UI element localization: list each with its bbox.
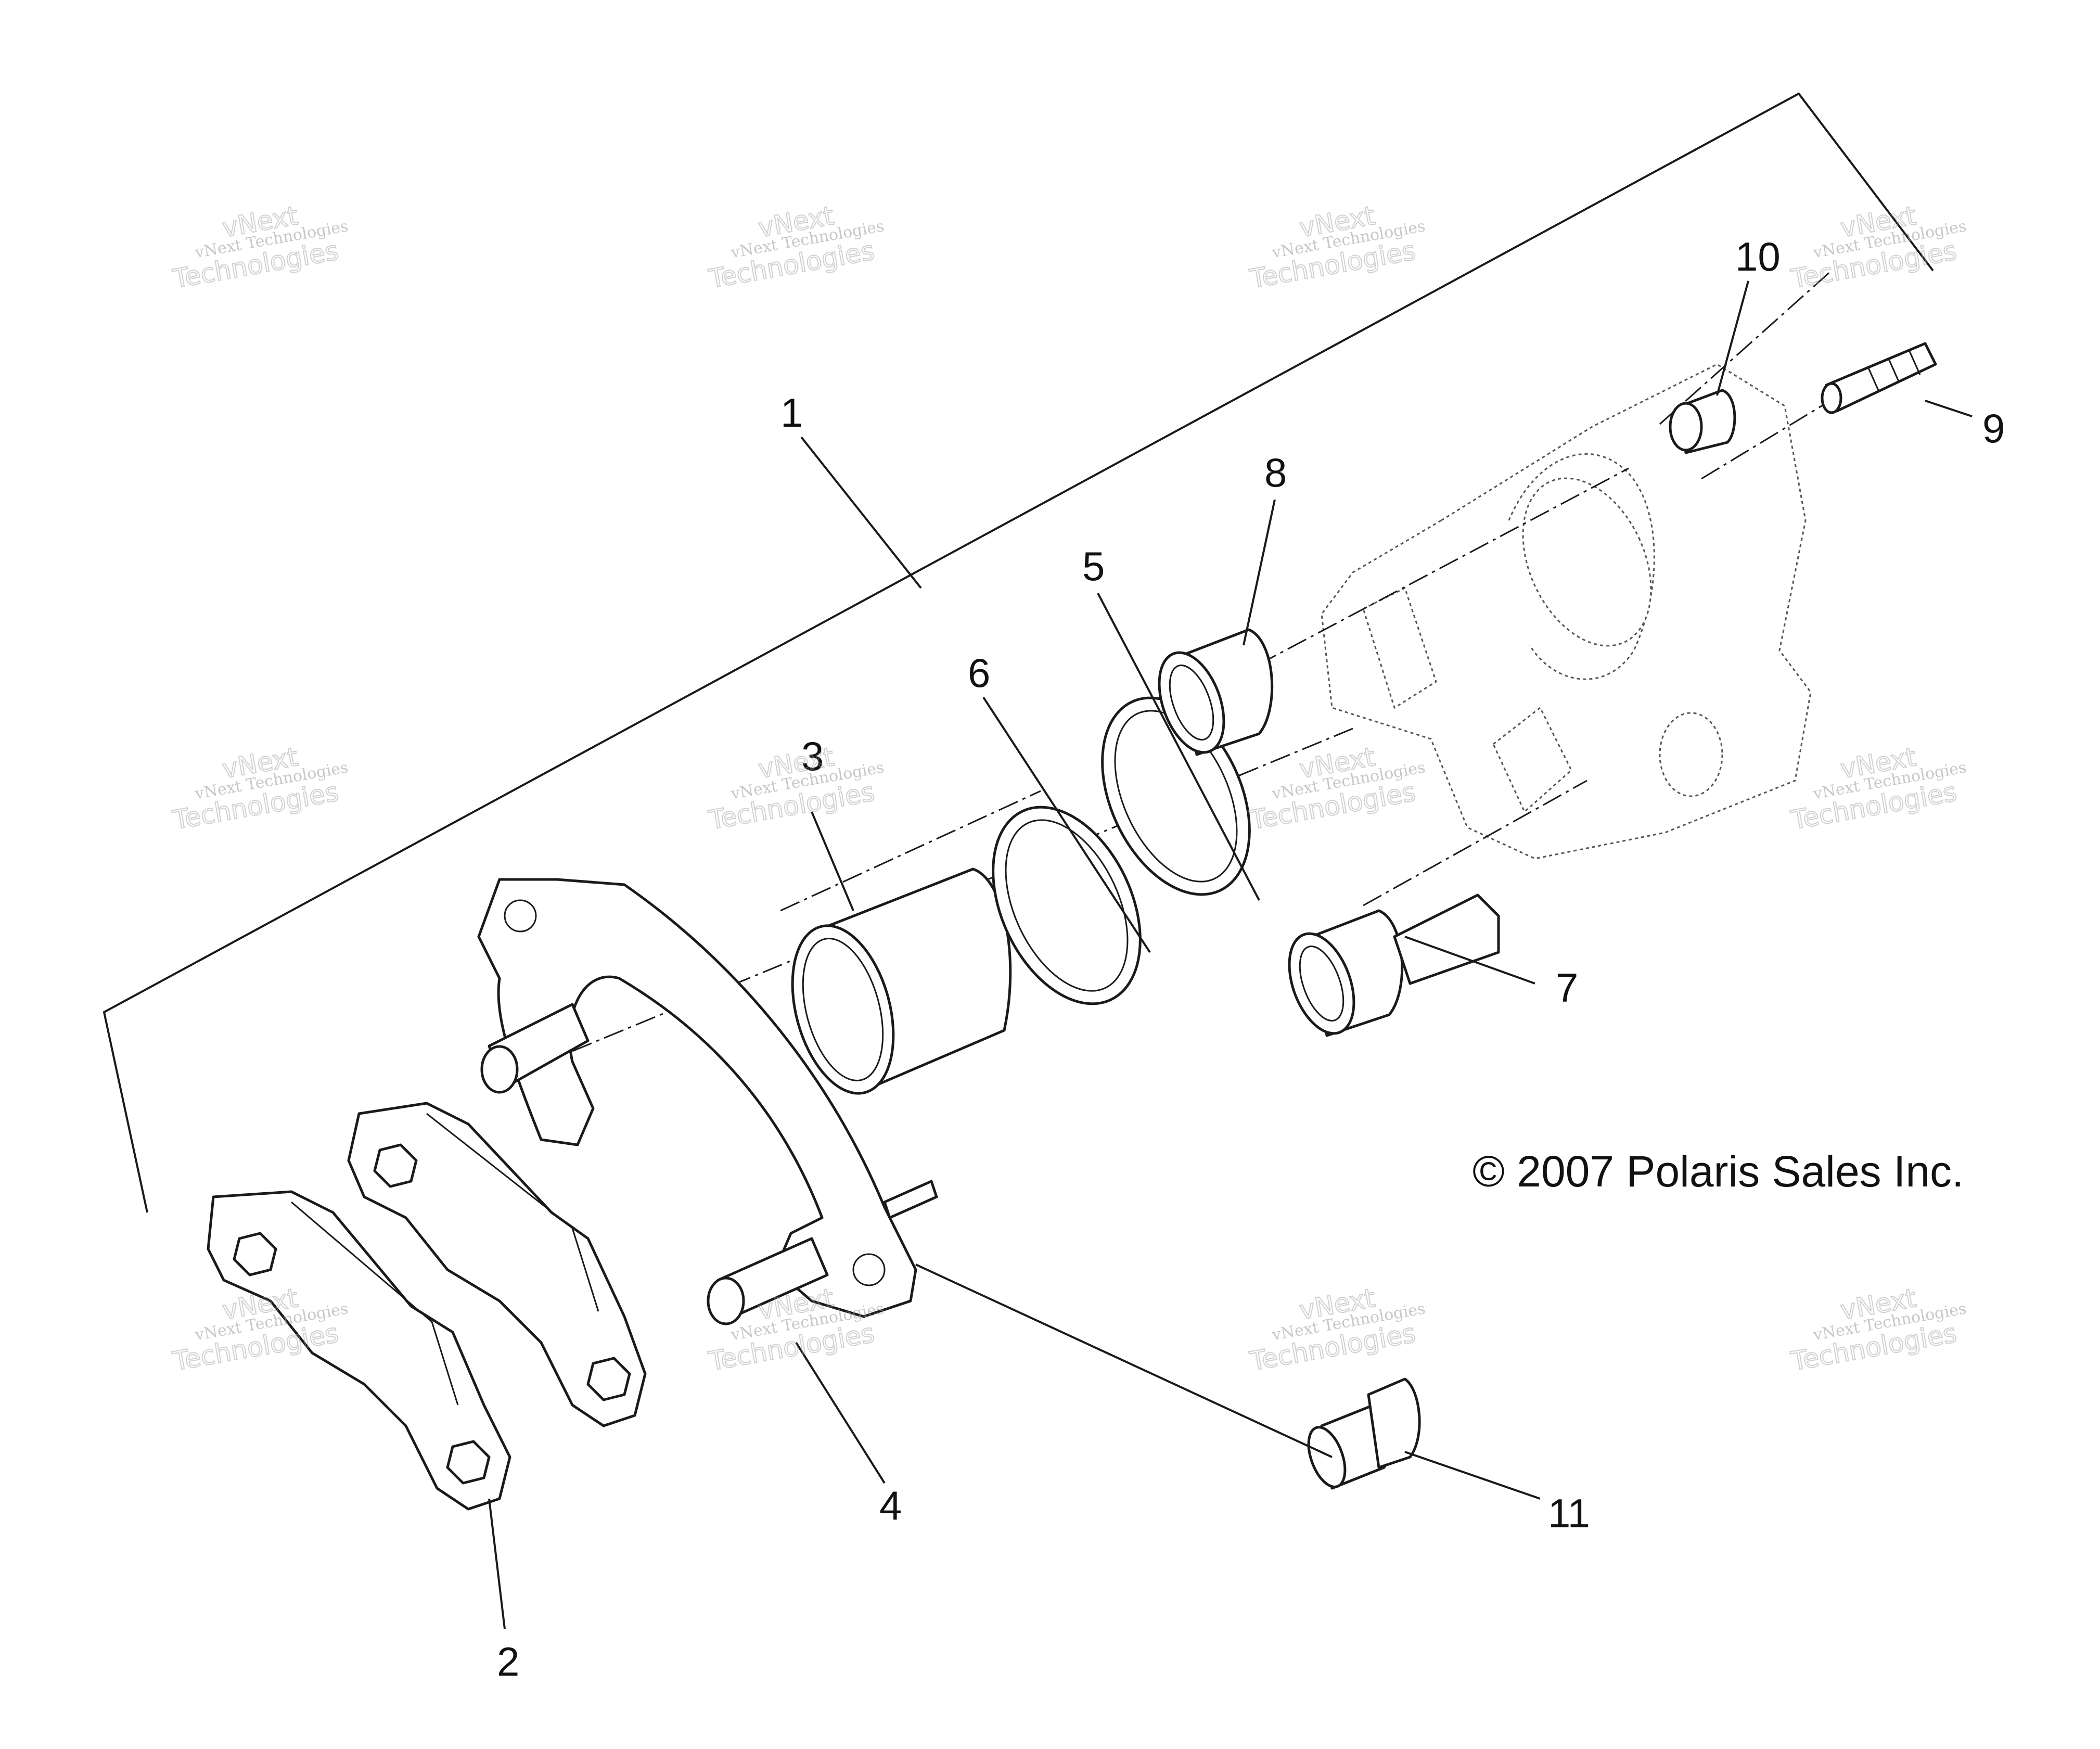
watermark-tile: vNext Technologies vNext Technologies	[1247, 741, 1427, 836]
watermark-tile: vNext Technologies vNext Technologies	[706, 741, 886, 836]
callout-9: 9	[1982, 405, 2005, 451]
watermark-tile: vNext Technologies vNext Technologies	[706, 1282, 886, 1377]
bleeder-valve-9	[1821, 342, 1937, 414]
caliper-mounting-bracket	[477, 878, 938, 1325]
callout-4: 4	[879, 1483, 902, 1528]
watermark-tile: vNext Technologies vNext Technologies	[1247, 1282, 1427, 1377]
dust-boot-8	[1158, 628, 1274, 756]
piston	[791, 867, 1012, 1095]
callout-7: 7	[1556, 965, 1578, 1011]
callout-6: 6	[968, 650, 990, 696]
callout-5: 5	[1082, 543, 1105, 589]
brake-pad-outer	[207, 1190, 511, 1511]
callout-3: 3	[801, 733, 824, 779]
watermark-tile: vNext Technologies vNext Technologies	[170, 200, 350, 295]
callout-labels: 1 2 3 4 5 6 7 8 9 10 11	[497, 234, 2005, 1684]
watermark-tile: vNext Technologies vNext Technologies	[1788, 200, 1968, 295]
watermark-tile: vNext Technologies vNext Technologies	[706, 200, 886, 295]
bolt-11	[1307, 1377, 1421, 1490]
leader-lines	[488, 280, 1973, 1629]
slide-pin-7	[1288, 893, 1500, 1037]
caliper-housing-ghost	[1321, 363, 1812, 860]
brake-pad-inner	[347, 1102, 647, 1427]
callout-10: 10	[1735, 234, 1781, 279]
copyright-notice: © 2007 Polaris Sales Inc.	[1472, 1147, 1964, 1196]
watermark-tile: vNext Technologies vNext Technologies	[1788, 741, 1968, 836]
seal-ring-6	[992, 806, 1142, 1005]
watermark-tile: vNext Technologies vNext Technologies	[1788, 1282, 1968, 1377]
callout-8: 8	[1264, 450, 1287, 495]
callout-1: 1	[780, 390, 803, 436]
callout-11: 11	[1548, 1490, 1590, 1536]
callout-2: 2	[497, 1639, 519, 1684]
watermark-tile: vNext Technologies vNext Technologies	[170, 741, 350, 836]
watermark-tile: vNext Technologies vNext Technologies	[1247, 200, 1427, 295]
bleeder-cap-10	[1669, 389, 1736, 454]
assembly-bracket	[103, 92, 1934, 1213]
